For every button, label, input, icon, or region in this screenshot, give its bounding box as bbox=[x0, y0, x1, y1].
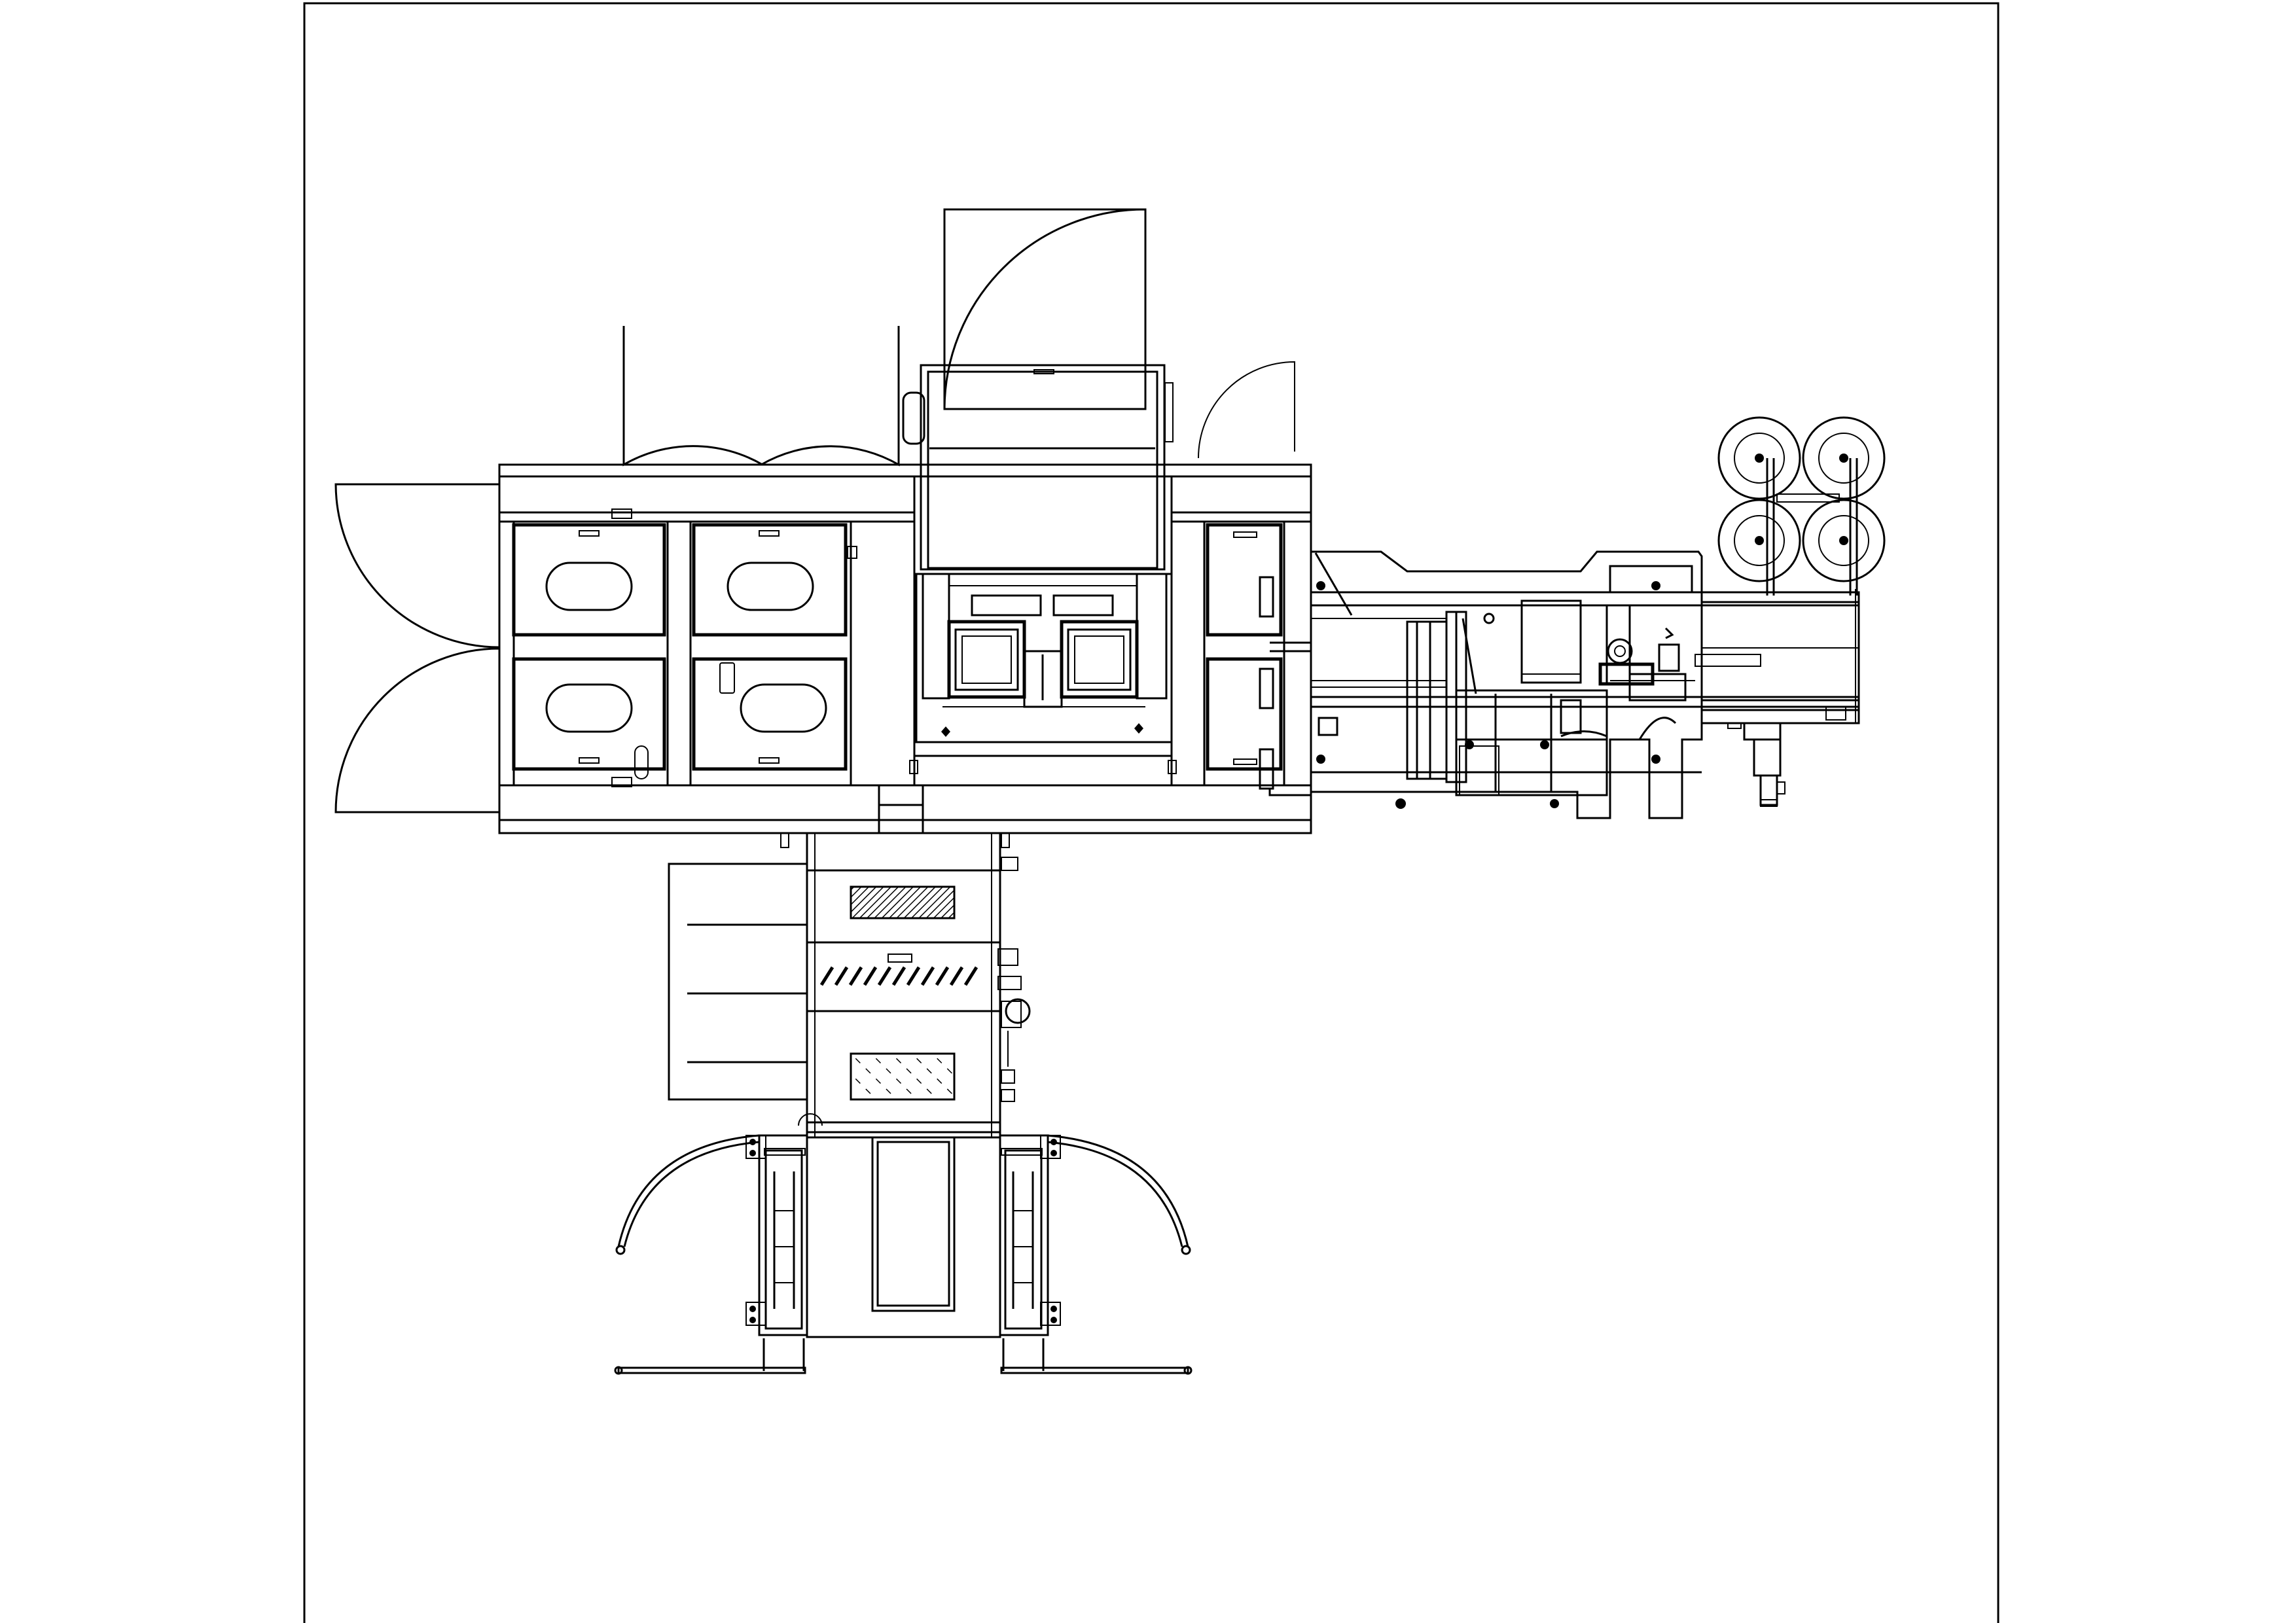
door-swing-left-upper bbox=[336, 484, 499, 647]
guard-hoops bbox=[617, 1135, 1190, 1254]
door-swing-top-b bbox=[761, 326, 899, 465]
foot-rail bbox=[1001, 1368, 1188, 1373]
hatched-vent bbox=[851, 887, 954, 918]
central-head bbox=[903, 365, 1176, 774]
right-cabinet-doors bbox=[1208, 525, 1311, 789]
door-swings bbox=[336, 209, 1295, 812]
lower-column bbox=[669, 833, 1030, 1137]
base-and-legs bbox=[615, 1135, 1191, 1374]
guard-hoop-right bbox=[1047, 1135, 1188, 1247]
reel bbox=[1719, 500, 1800, 581]
oval-window bbox=[547, 685, 632, 732]
conveyor bbox=[1702, 589, 1859, 806]
guard-hoop-left bbox=[619, 1135, 759, 1247]
reel bbox=[1719, 418, 1800, 499]
oval-window bbox=[547, 563, 632, 610]
foot-rail bbox=[619, 1368, 805, 1373]
door-swing-left-lower bbox=[336, 649, 499, 812]
main-cabinet bbox=[499, 465, 1311, 833]
hatched-vent bbox=[851, 1054, 954, 1099]
reel bbox=[1803, 418, 1884, 499]
louver-slots bbox=[821, 967, 977, 985]
oval-window bbox=[728, 563, 813, 610]
reel bbox=[1803, 500, 1884, 581]
door-swing-top-a bbox=[624, 326, 762, 465]
drawing-border bbox=[304, 3, 1998, 1623]
reel-cluster bbox=[1719, 418, 1884, 596]
door-swing-right-small bbox=[1198, 362, 1295, 458]
oval-window bbox=[741, 685, 826, 732]
panel-oval-windows bbox=[514, 525, 846, 769]
door-swing-center-door bbox=[944, 209, 1145, 409]
